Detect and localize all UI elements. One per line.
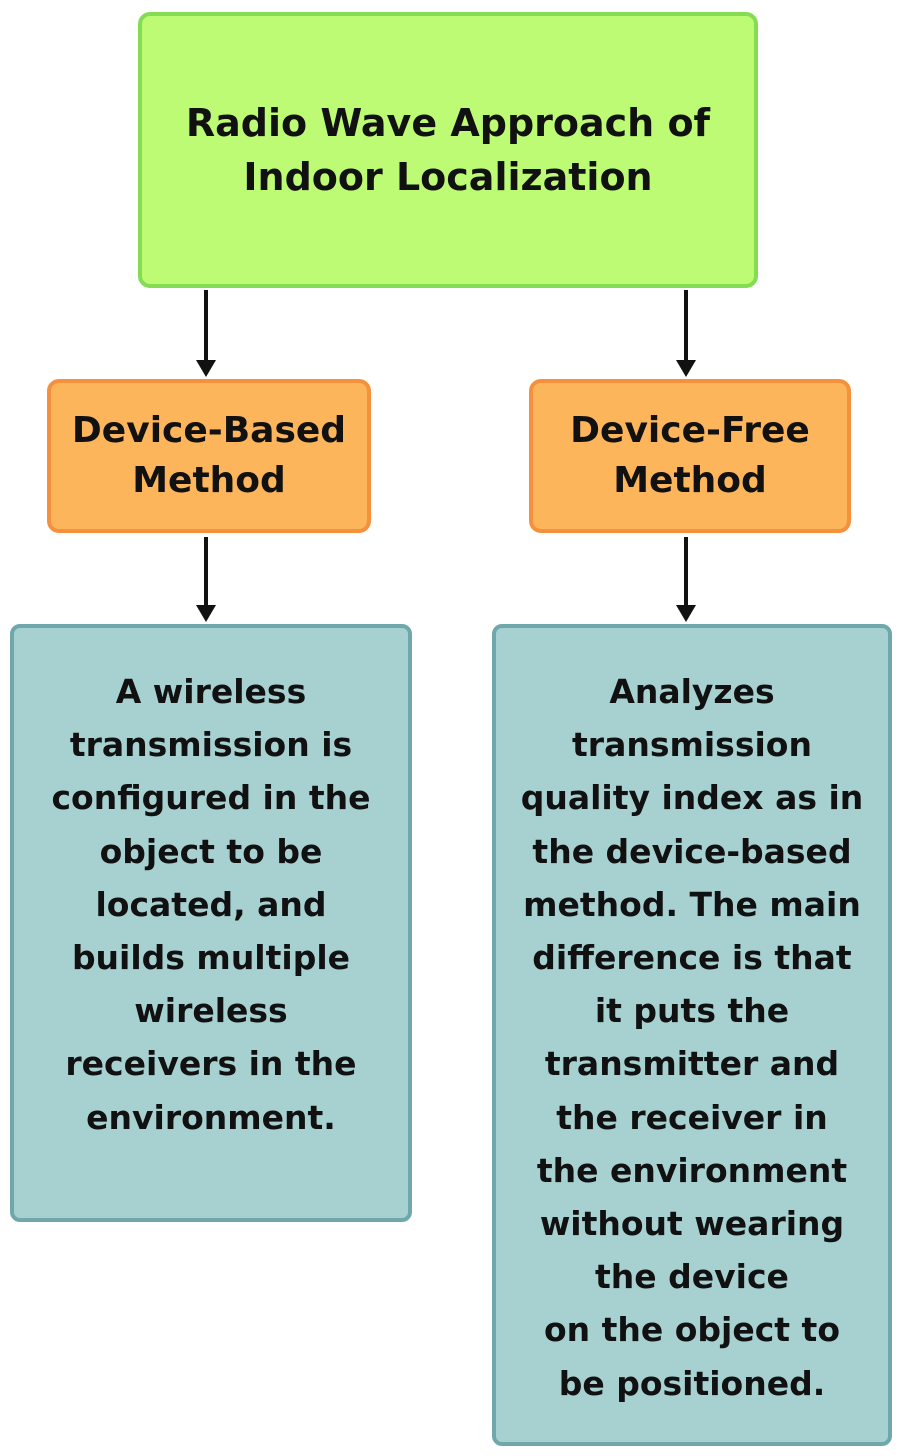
- device-based-description-text: A wireless transmission is configured in…: [51, 672, 371, 1137]
- root-node-title: Radio Wave Approach of Indoor Localizati…: [185, 101, 711, 199]
- device-free-method-node: Device-Free Method: [529, 379, 851, 533]
- arrowhead-device-based-to-description: [196, 605, 216, 622]
- root-node: Radio Wave Approach of Indoor Localizati…: [138, 12, 758, 288]
- device-based-description-node: A wireless transmission is configured in…: [10, 624, 412, 1222]
- arrowhead-device-free-to-description: [676, 605, 696, 622]
- arrowhead-root-to-device-free: [676, 360, 696, 377]
- device-free-method-label: Device-Free Method: [570, 410, 810, 501]
- device-based-method-label: Device-Based Method: [71, 410, 347, 501]
- device-based-method-node: Device-Based Method: [47, 379, 371, 533]
- device-free-description-node: Analyzes transmission quality index as i…: [492, 624, 892, 1446]
- device-free-description-text: Analyzes transmission quality index as i…: [520, 672, 864, 1403]
- arrowhead-root-to-device-based: [196, 360, 216, 377]
